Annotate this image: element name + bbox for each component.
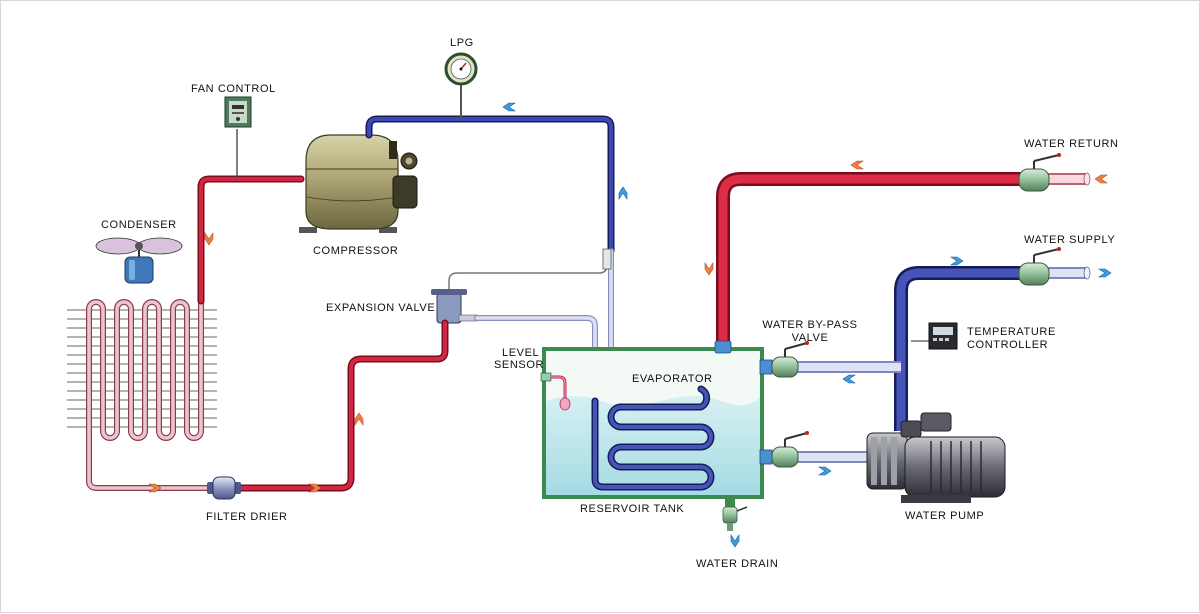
water-supply-label: WATER SUPPLY (1024, 234, 1116, 246)
flow-arrow (730, 534, 740, 548)
condenser-coil (86, 298, 214, 491)
lpg-label: LPG (450, 37, 474, 49)
flow-arrow (950, 256, 964, 266)
return-inlet-fitting (714, 340, 732, 354)
temperature-controller-label-line1: TEMPERATURE (967, 326, 1056, 338)
flow-arrow (354, 412, 364, 426)
discharge-line (197, 175, 305, 305)
flow-arrow (1098, 268, 1112, 278)
reservoir-tank (542, 347, 764, 499)
flow-arrow (308, 483, 322, 493)
level-sensor-label-line1: LEVEL (502, 347, 540, 359)
flow-arrow (818, 466, 832, 476)
liquid-line (229, 319, 449, 492)
lpg-gauge (444, 52, 478, 119)
water-return-label: WATER RETURN (1024, 138, 1119, 150)
water-pump (866, 412, 1006, 503)
level-sensor-label-line2: SENSOR (494, 359, 545, 371)
reservoir-tank-label: RESERVOIR TANK (580, 503, 685, 515)
temperature-controller-label-line2: CONTROLLER (967, 339, 1049, 351)
bypass-valve (759, 341, 809, 378)
flow-arrows (148, 102, 1112, 548)
expansion-valve (431, 248, 612, 324)
flow-arrow (618, 186, 628, 200)
expansion-valve-label: EXPANSION VALVE (326, 302, 436, 314)
flow-arrow (148, 483, 162, 493)
liquid-line-to-evaporator (474, 315, 598, 404)
compressor-label: COMPRESSOR (313, 245, 399, 257)
compressor (299, 134, 418, 233)
level-sensor (540, 372, 571, 411)
flow-arrow (850, 160, 864, 170)
outlet-valve (759, 431, 809, 468)
condenser-fan (95, 237, 183, 284)
water-return-valve (1018, 153, 1061, 192)
condenser-label: CONDENSER (101, 219, 177, 231)
water-drain-label: WATER DRAIN (696, 558, 779, 570)
flow-arrow (704, 262, 714, 276)
water-return-line (716, 172, 1091, 353)
flow-arrow (204, 232, 214, 246)
filter-drier (207, 476, 241, 500)
flow-arrow (502, 102, 516, 112)
evaporator-coil (591, 385, 715, 491)
fan-control (224, 96, 252, 179)
water-bypass-label-line1: WATER BY-PASS (762, 319, 858, 331)
water-pump-label: WATER PUMP (905, 510, 985, 522)
fan-control-label: FAN CONTROL (191, 83, 276, 95)
water-supply-valve (1018, 247, 1061, 286)
evaporator-label: EVAPORATOR (632, 373, 713, 385)
water-supply-line (894, 266, 1091, 431)
water-bypass-label-line2: VALVE (791, 332, 829, 344)
flow-arrow (842, 374, 856, 384)
temperature-controller (911, 322, 958, 350)
water-drain (722, 497, 748, 531)
flow-arrow (1094, 174, 1108, 184)
filter-drier-label: FILTER DRIER (206, 511, 288, 523)
